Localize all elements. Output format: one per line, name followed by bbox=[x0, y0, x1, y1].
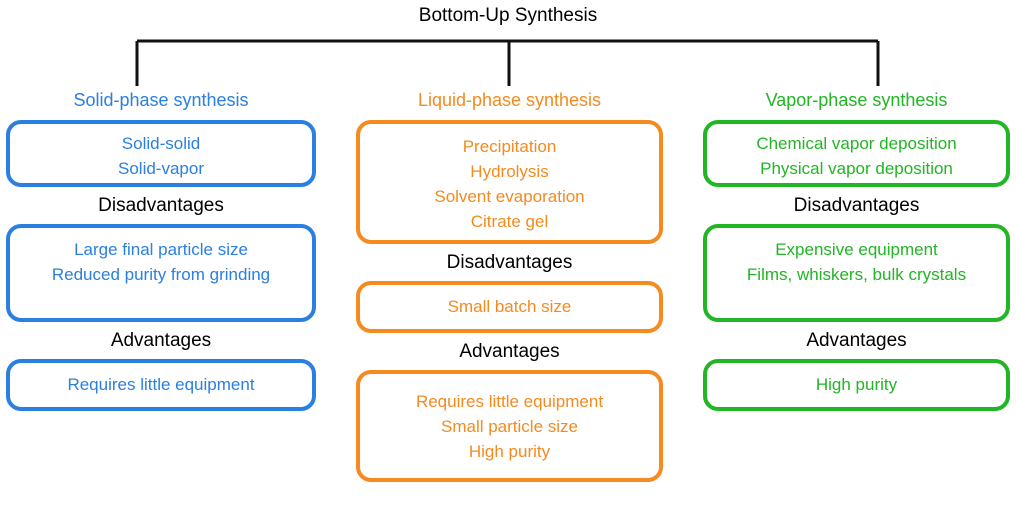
methods-box-vapor-phase: Chemical vapor deposition Physical vapor… bbox=[703, 120, 1010, 187]
box-line: Physical vapor deposition bbox=[760, 159, 953, 178]
section-label-advantages-liquid: Advantages bbox=[459, 341, 560, 362]
box-line: Requires little equipment bbox=[67, 375, 255, 394]
methods-box-liquid-phase: Precipitation Hydrolysis Solvent evapora… bbox=[356, 120, 663, 244]
advantages-box-vapor-phase: High purity bbox=[703, 359, 1010, 411]
box-line: Requires little equipment bbox=[415, 392, 604, 411]
column-vapor-phase: Vapor-phase synthesis Chemical vapor dep… bbox=[703, 88, 1010, 411]
disadvantages-box-vapor-phase: Expensive equipment Films, whiskers, bul… bbox=[703, 224, 1010, 322]
root-node-title: Bottom-Up Synthesis bbox=[418, 5, 598, 26]
section-label-disadvantages-vapor: Disadvantages bbox=[793, 195, 920, 216]
box-line: Large final particle size bbox=[74, 240, 248, 259]
box-line: Solid-vapor bbox=[118, 159, 204, 178]
column-header-solid-phase: Solid-phase synthesis bbox=[73, 90, 249, 110]
section-label-advantages-solid: Advantages bbox=[110, 330, 212, 351]
box-line: High purity bbox=[468, 442, 551, 461]
column-liquid-phase: Liquid-phase synthesis Precipitation Hyd… bbox=[356, 88, 663, 482]
column-header-vapor-phase: Vapor-phase synthesis bbox=[765, 90, 948, 110]
methods-box-solid-phase: Solid-solid Solid-vapor bbox=[6, 120, 316, 187]
box-line: Chemical vapor deposition bbox=[756, 134, 957, 153]
box-line: Reduced purity from grinding bbox=[51, 265, 271, 284]
box-line: Citrate gel bbox=[470, 212, 549, 231]
column-header-liquid-phase: Liquid-phase synthesis bbox=[417, 90, 602, 110]
box-line: Films, whiskers, bulk crystals bbox=[746, 265, 967, 284]
tree-connector-lines bbox=[135, 39, 880, 86]
box-line: Solvent evaporation bbox=[434, 187, 585, 206]
section-label-disadvantages-liquid: Disadvantages bbox=[446, 252, 573, 273]
disadvantages-box-liquid-phase: Small batch size bbox=[356, 281, 663, 333]
column-solid-phase: Solid-phase synthesis Solid-solid Solid-… bbox=[6, 88, 316, 411]
box-line: Precipitation bbox=[462, 137, 557, 156]
disadvantages-box-solid-phase: Large final particle size Reduced purity… bbox=[6, 224, 316, 322]
box-line: High purity bbox=[815, 375, 898, 394]
advantages-box-liquid-phase: Requires little equipment Small particle… bbox=[356, 370, 663, 482]
box-line: Hydrolysis bbox=[470, 162, 549, 181]
section-label-advantages-vapor: Advantages bbox=[806, 330, 907, 351]
box-line: Small particle size bbox=[441, 417, 578, 436]
box-line: Expensive equipment bbox=[775, 240, 938, 259]
box-line: Solid-solid bbox=[121, 134, 201, 153]
box-line: Small batch size bbox=[447, 297, 572, 316]
advantages-box-solid-phase: Requires little equipment bbox=[6, 359, 316, 411]
section-label-disadvantages-solid: Disadvantages bbox=[98, 195, 224, 216]
